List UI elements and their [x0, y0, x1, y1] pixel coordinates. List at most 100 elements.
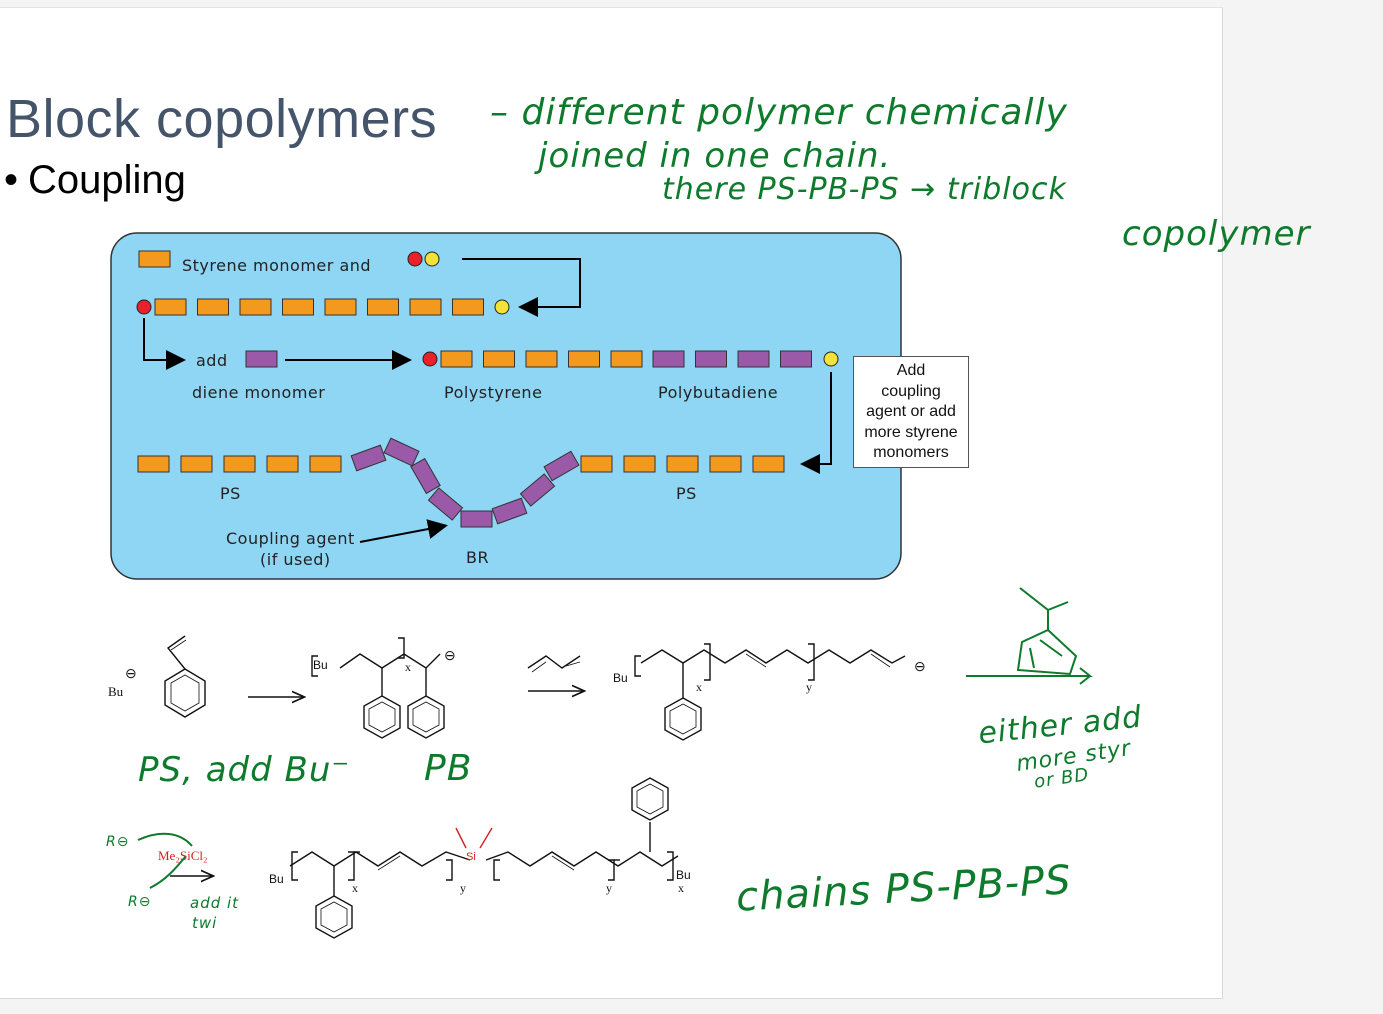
- styrene-unit: [266, 455, 299, 473]
- initiator-li-icon: [823, 351, 839, 367]
- butadiene-unit: [410, 457, 441, 495]
- legend-butadiene-unit: [245, 350, 278, 368]
- subscript-y: y: [606, 881, 612, 895]
- initiator-a-icon: [136, 299, 152, 315]
- add-box-line: agent or add: [866, 403, 956, 420]
- anion-icon: ⊖: [444, 649, 456, 664]
- polystyrene-label: Polystyrene: [444, 383, 543, 402]
- butadiene-unit: [350, 444, 387, 472]
- add-box-line: coupling: [881, 382, 941, 400]
- butadiene-unit: [780, 350, 812, 368]
- styrene-unit: [525, 350, 558, 368]
- handwritten-note-line1: – different polymer chemically: [490, 92, 1068, 133]
- styrene-unit: [137, 455, 170, 473]
- initiator-li-icon: [494, 299, 510, 315]
- styrene-unit: [154, 298, 187, 316]
- styrene-unit: [623, 455, 656, 473]
- legend-styrene-unit: [138, 250, 171, 268]
- handwritten-r-anion: R⊖: [128, 894, 152, 910]
- reagent-label: Me₂SiCl₂: [158, 848, 208, 863]
- diagram-graphic: [110, 232, 902, 580]
- butadiene-unit: [543, 450, 580, 482]
- styrene-unit: [180, 455, 213, 473]
- ps-right-label: PS: [676, 484, 697, 503]
- bu-label: Bu: [313, 658, 328, 672]
- styrene-unit: [324, 298, 357, 316]
- butadiene-unit: [491, 497, 528, 525]
- handwritten-drawings: [137, 587, 1093, 889]
- br-label: BR: [466, 548, 490, 567]
- handwritten-note-line3: there PS-PB-PS → triblock: [662, 172, 1067, 207]
- styrene-unit: [452, 298, 484, 316]
- handwritten-note-line4: copolymer: [1122, 214, 1311, 254]
- styrene-unit: [367, 298, 399, 316]
- handwritten-r-anion: R⊖: [106, 834, 130, 850]
- benzene-ring-icon: [164, 668, 206, 718]
- anion-icon: ⊖: [914, 660, 926, 675]
- add-box-line: monomers: [873, 444, 949, 461]
- initiator-li-icon: [424, 251, 440, 267]
- bu-label: Bu: [269, 872, 284, 886]
- silicon-methyls: [455, 827, 493, 849]
- reaction-scheme-1: [164, 635, 906, 741]
- styrene-unit: [309, 455, 342, 473]
- subscript-x: x: [678, 881, 684, 895]
- add-box-line: Add: [896, 362, 926, 379]
- reaction-scheme-2: [170, 777, 679, 939]
- styrene-unit: [239, 298, 272, 316]
- bullet-text: Coupling: [28, 158, 186, 202]
- silicon-label: Si: [466, 851, 476, 863]
- styrene-label: Styrene monomer and: [182, 256, 372, 275]
- coupling-agent-label: Coupling agent: [226, 529, 355, 548]
- anion-icon: ⊖: [125, 667, 137, 682]
- handwritten-note-line2: joined in one chain.: [538, 136, 892, 176]
- styrene-unit: [666, 455, 699, 473]
- styrene-unit: [223, 455, 256, 473]
- styrene-unit: [483, 350, 515, 368]
- slide: Block copolymers •Coupling – different p…: [0, 7, 1309, 999]
- butadiene-unit: [695, 350, 727, 368]
- add-coupling-agent-box: Add coupling agent or add more styrene m…: [853, 356, 969, 468]
- subscript-y: y: [460, 881, 466, 895]
- styrene-unit: [610, 350, 643, 368]
- diagram-arrows: [143, 258, 832, 543]
- initiator-a-icon: [422, 351, 438, 367]
- styrene-unit: [197, 298, 229, 316]
- butadiene-unit: [460, 510, 493, 528]
- handwritten-twi: twi: [192, 914, 218, 932]
- bu-label: Bu: [108, 684, 124, 699]
- bullet-dot: •: [4, 158, 19, 202]
- add-box-line: more styrene: [864, 423, 958, 441]
- bullet-item: •Coupling: [4, 158, 186, 203]
- slide-title: Block copolymers: [6, 89, 438, 149]
- styrene-unit: [568, 350, 600, 368]
- subscript-x: x: [352, 881, 358, 895]
- handwritten-ps-add-bu: PS, add Bu⁻: [138, 750, 351, 790]
- butadiene-unit: [427, 487, 464, 521]
- styrene-unit: [440, 350, 473, 368]
- add-label: add: [196, 351, 228, 370]
- styrene-unit: [580, 455, 613, 473]
- styrene-unit: [709, 455, 742, 473]
- butadiene-unit: [383, 437, 420, 467]
- bu-label: Bu: [613, 671, 628, 685]
- subscript-x: x: [696, 680, 702, 694]
- diene-label: diene monomer: [192, 383, 326, 402]
- butadiene-unit: [652, 350, 685, 368]
- initiator-a-icon: [407, 251, 423, 267]
- bu-label: Bu: [676, 868, 691, 882]
- butadiene-unit: [737, 350, 770, 368]
- initiators: [136, 251, 839, 367]
- handwritten-pb: PB: [424, 748, 473, 789]
- styrene-unit: [752, 455, 785, 473]
- monomer-units: [137, 250, 812, 528]
- block-copolymer-diagram: Styrene monomer and add diene monomer Po…: [110, 232, 902, 580]
- handwritten-add-it: add it: [190, 894, 240, 912]
- subscript-x: x: [405, 660, 411, 674]
- butadiene-unit: [519, 473, 556, 507]
- subscript-y: y: [806, 680, 812, 694]
- coupling-agent-note: (if used): [260, 550, 331, 569]
- chemistry-structures: [137, 587, 1093, 939]
- styrene-unit: [282, 298, 314, 316]
- polybutadiene-label: Polybutadiene: [658, 383, 779, 402]
